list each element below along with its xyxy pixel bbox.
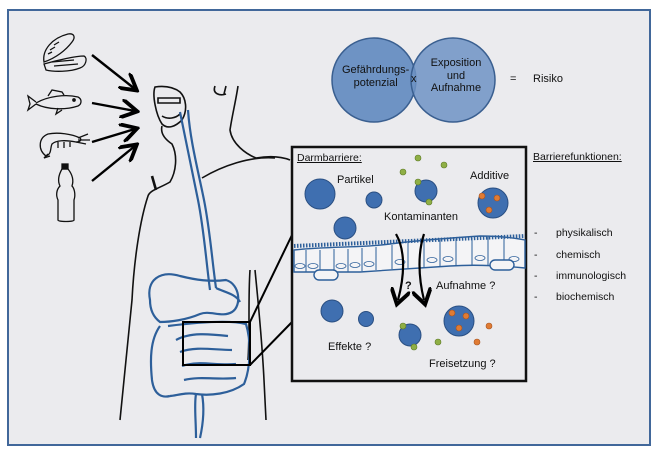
hazard-label: Gefährdungs- potenzial bbox=[342, 64, 409, 89]
contaminant-dot bbox=[410, 343, 418, 351]
additive-dot bbox=[493, 194, 501, 202]
list-dash: - bbox=[534, 291, 538, 303]
risk-venn-diagram bbox=[331, 37, 496, 123]
list-dash: - bbox=[534, 249, 538, 261]
effects-label: Effekte ? bbox=[328, 341, 372, 353]
fish-icon bbox=[26, 89, 82, 116]
particle bbox=[365, 191, 383, 209]
human-body-outline bbox=[119, 85, 291, 421]
contaminants-label: Kontaminanten bbox=[384, 211, 458, 223]
intestinal-barrier-panel bbox=[290, 145, 528, 383]
additive-dot bbox=[478, 192, 486, 200]
contaminant-dot bbox=[434, 338, 442, 346]
panel-title: Darmbarriere: bbox=[297, 152, 362, 164]
barrier-functions-title: Barrierefunktionen: bbox=[533, 151, 622, 163]
particle-with-contaminants bbox=[398, 323, 422, 347]
exposure-label: Exposition und Aufnahme bbox=[426, 57, 486, 95]
list-dash: - bbox=[534, 270, 538, 282]
shrimp-icon bbox=[39, 132, 90, 159]
additive-dot bbox=[473, 338, 481, 346]
hazard-label-line2: potenzial bbox=[353, 76, 398, 89]
contaminant-dot bbox=[414, 154, 422, 162]
exposure-label-line1: Exposition bbox=[430, 57, 482, 69]
contaminant-dot bbox=[399, 322, 407, 330]
barrier-function-label: chemisch bbox=[556, 249, 601, 261]
exposure-label-line3: Aufnahme bbox=[430, 82, 482, 95]
risk-label: Risiko bbox=[533, 73, 563, 85]
particle bbox=[358, 311, 374, 327]
barrier-function-label: immunologisch bbox=[556, 270, 627, 282]
barrier-function-item: - chemisch bbox=[534, 249, 600, 261]
particle bbox=[320, 299, 344, 323]
uptake-label: Aufnahme ? bbox=[436, 280, 496, 292]
barrier-function-item: - immunologisch bbox=[534, 270, 626, 282]
uptake-arrows bbox=[396, 233, 424, 300]
contaminant-dot bbox=[414, 178, 422, 186]
uptake-question-mark: ? bbox=[405, 280, 412, 292]
barrier-function-item: - physikalisch bbox=[534, 227, 613, 239]
hazard-label-line1: Gefährdungs- bbox=[342, 64, 410, 76]
epithelial-layer bbox=[293, 234, 526, 281]
additive-dot bbox=[448, 309, 456, 317]
times-operator: x bbox=[411, 73, 417, 85]
particle bbox=[304, 178, 336, 210]
additive-dot bbox=[455, 324, 463, 332]
mussel-icon bbox=[43, 33, 87, 72]
release-label: Freisetzung ? bbox=[429, 358, 496, 370]
exposure-circle bbox=[410, 37, 496, 123]
contaminant-dot bbox=[425, 198, 433, 206]
equals-operator: = bbox=[510, 73, 517, 85]
additives-label: Additive bbox=[470, 170, 510, 182]
additive-dot bbox=[485, 206, 493, 214]
digestive-tract bbox=[148, 109, 251, 439]
additive-dot bbox=[485, 322, 493, 330]
particle-with-additives bbox=[443, 305, 475, 337]
particles-label: Partikel bbox=[337, 174, 374, 186]
contaminant-dot bbox=[399, 168, 407, 176]
plastic-bottle-icon bbox=[56, 163, 76, 223]
list-dash: - bbox=[534, 227, 538, 239]
exposure-label-line2: und bbox=[446, 69, 466, 82]
barrier-function-label: physikalisch bbox=[556, 227, 613, 239]
barrier-function-item: - biochemisch bbox=[534, 291, 614, 303]
barrier-function-label: biochemisch bbox=[556, 291, 615, 303]
intestine-zoom-marker bbox=[182, 234, 293, 366]
additive-dot bbox=[462, 312, 470, 320]
contaminant-dot bbox=[440, 161, 448, 169]
particle-with-additives bbox=[477, 187, 509, 219]
particle bbox=[333, 216, 357, 240]
ingestion-arrows bbox=[91, 54, 135, 182]
